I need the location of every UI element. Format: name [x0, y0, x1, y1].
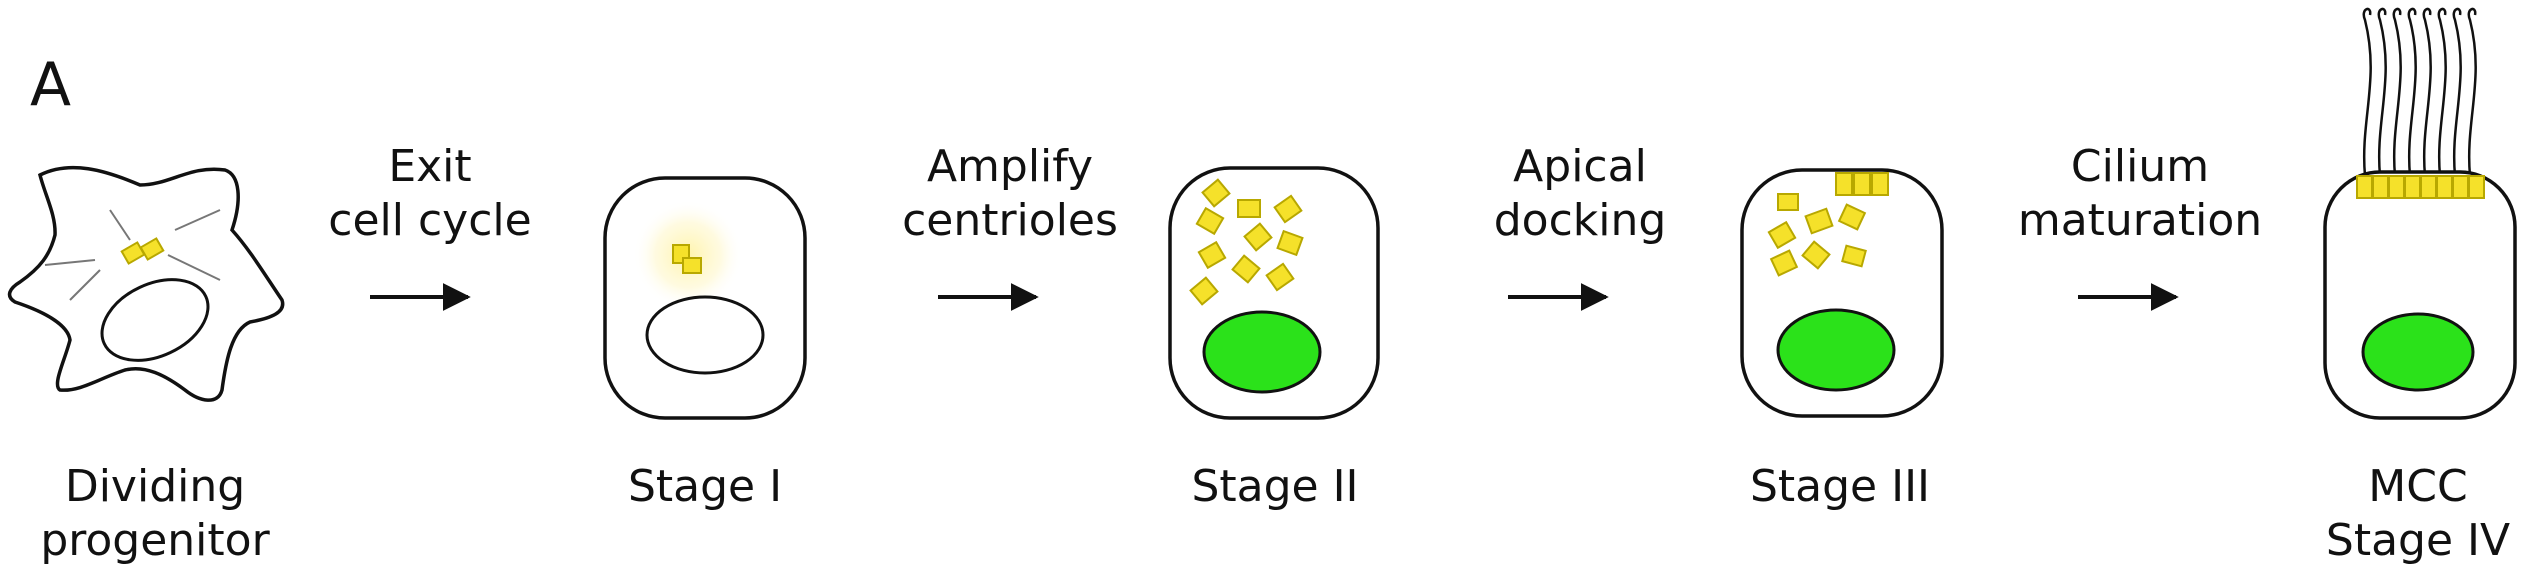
panel-label: A [30, 50, 72, 120]
step-line-1: Apical [1513, 141, 1647, 192]
cell-line-1: MCC [2368, 461, 2468, 512]
basal-body [2420, 175, 2437, 199]
centriole [1189, 276, 1219, 306]
progenitor-nucleus [100, 278, 210, 362]
step-line-2: docking [1493, 195, 1667, 246]
docked-centriole [1835, 172, 1853, 196]
step-line-2: cell cycle [328, 195, 532, 246]
step-label-cilium-maturation: Cilium maturation [1990, 140, 2290, 248]
centriole [1801, 240, 1831, 270]
centriole [682, 257, 702, 274]
step-line-2: centrioles [902, 195, 1118, 246]
centriole [139, 237, 165, 261]
stage-ii-cell [1168, 166, 1380, 420]
spindle-lines [44, 209, 221, 301]
centriole [1804, 207, 1834, 235]
cell-line-2: Stage I [627, 461, 783, 512]
step-line-1: Amplify [926, 141, 1094, 192]
step-label-apical-docking: Apical docking [1450, 140, 1710, 248]
basal-body [2468, 175, 2485, 199]
docked-centriole [1853, 172, 1871, 196]
mcc-stage-iv-cell [2323, 7, 2517, 420]
basal-body [2372, 175, 2389, 199]
centriole [1197, 240, 1227, 270]
centriole [1769, 249, 1799, 277]
basal-body [2404, 175, 2421, 199]
cilia [2362, 7, 2477, 177]
stage-i-cell [603, 176, 807, 420]
cell-line-2: Stage IV [2325, 515, 2511, 566]
cell-label-stage-i: Stage I [628, 460, 782, 514]
cell-label-dividing-progenitor: Dividing progenitor [40, 460, 269, 568]
cell-line-1: Dividing [64, 461, 246, 512]
dividing-progenitor-cell [7, 165, 285, 402]
basal-body [2436, 175, 2453, 199]
centriole [1265, 262, 1295, 292]
centriole [1767, 220, 1797, 250]
step-label-exit-cell-cycle: Exit cell cycle [290, 140, 570, 248]
basal-body [2356, 175, 2373, 199]
centriole [1273, 194, 1303, 224]
step-label-amplify-centrioles: Amplify centrioles [860, 140, 1160, 248]
step-line-2: maturation [2017, 195, 2263, 246]
stage-ii-nucleus [1202, 310, 1322, 394]
centriole [1837, 203, 1867, 231]
stage-iii-cell [1740, 168, 1944, 418]
stage-i-nucleus [645, 295, 765, 375]
centriole [1195, 206, 1225, 236]
cell-label-mcc-stage-iv: MCC Stage IV [2326, 460, 2510, 568]
centriole [1201, 178, 1231, 208]
basal-body [2388, 175, 2405, 199]
step-line-1: Cilium [2070, 141, 2210, 192]
centriole [1243, 222, 1273, 252]
centriole [1276, 229, 1304, 257]
cell-line-2: Stage III [1749, 461, 1931, 512]
centriole [1231, 254, 1261, 284]
step-line-1: Exit [388, 141, 472, 192]
cell-label-stage-ii: Stage II [1191, 460, 1358, 514]
centriole [1237, 199, 1261, 218]
stage-iii-nucleus [1776, 308, 1896, 392]
basal-body [2452, 175, 2469, 199]
docked-centriole [1871, 172, 1889, 196]
cell-line-2: Stage II [1191, 461, 1359, 512]
cell-line-2: progenitor [40, 515, 270, 566]
centriole [1777, 193, 1799, 211]
mcc-nucleus [2361, 312, 2475, 392]
cell-label-stage-iii: Stage III [1750, 460, 1930, 514]
centriole [1841, 244, 1867, 268]
